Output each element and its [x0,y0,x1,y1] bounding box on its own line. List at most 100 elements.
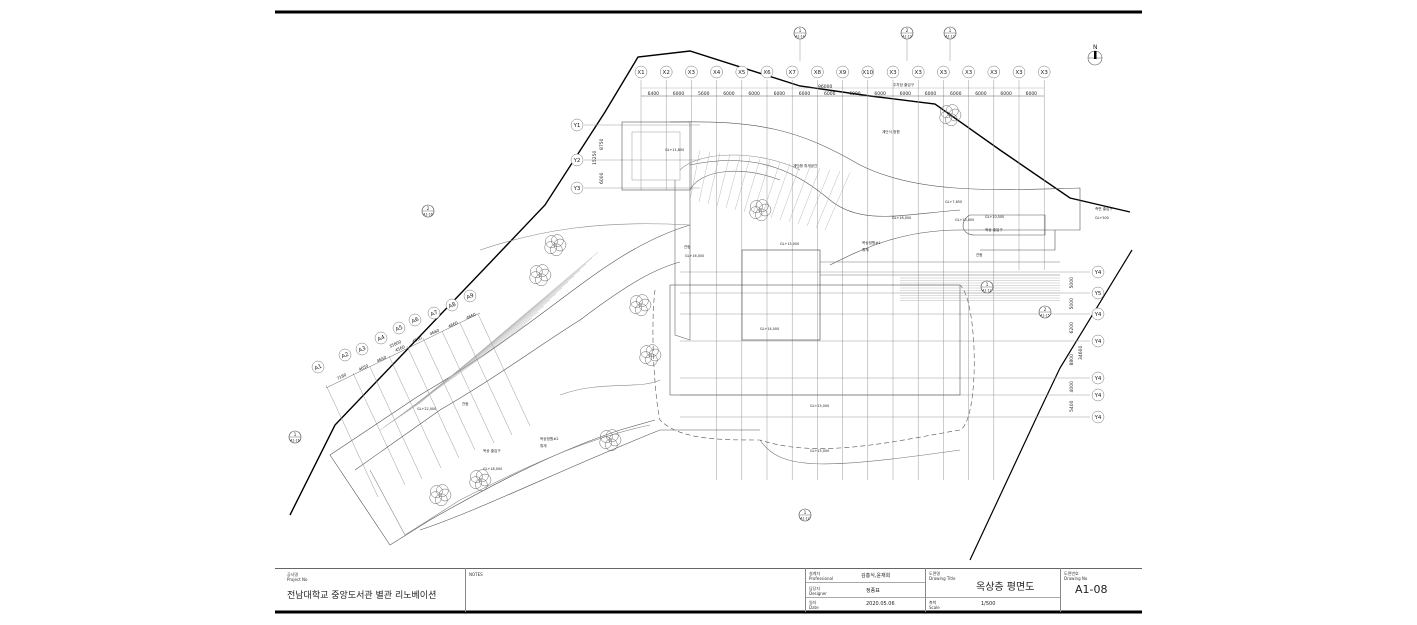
tree-icon [429,484,452,507]
dimension-y-total: 34600 [1078,346,1084,360]
level-mark: GL+15,000 [810,404,829,408]
dimension-x: 6000 [900,91,912,97]
grid-bubble-a: A9 [463,289,477,303]
room-label-roof-entry: 옥상 출입구 [985,227,1003,232]
dimension-a: 4660 [465,311,477,320]
grid-bubble-x: X3 [1012,65,1026,79]
grid-bubble-a: A1 [311,360,325,374]
grid-bubble-a-label: A1 [314,364,323,373]
scale-value: 1/500 [981,601,996,607]
dimension-x: 6000 [950,91,962,97]
grid-bubble-x: X10 [861,65,875,79]
room-label-sign: 계단식 정원 [882,129,900,134]
grid-bubble-y: Y5 [1091,286,1105,300]
room-label-deck1: 관람 [684,244,691,249]
dimension-a: 4560 [394,344,406,353]
grid-bubble-x-label: X3 [1041,70,1049,76]
grid-bubble-x: X2 [659,65,673,79]
section-marker: 2A1-15 [1038,305,1052,319]
grid-bubble-a-label: A7 [430,309,440,318]
grid-bubble-a: A7 [427,306,441,320]
level-mark: GL+13,000 [955,218,974,222]
grid-bubble-y: Y4 [1091,307,1105,321]
grid-bubble-x: X3 [886,65,900,79]
dimension-x: 6000 [874,91,886,97]
drawing-title: 옥상층 평면도 [976,582,1035,593]
grid-bubble-y: Y1 [570,118,584,132]
north-label: N [1093,44,1098,51]
level-mark: GL+10,500 [985,215,1004,219]
grid-bubble-x-label: X3 [889,70,897,76]
grid-bubble-y-label: Y4 [1094,376,1102,382]
tree-icon [529,264,552,287]
grid-bubble-x-label: X8 [814,70,822,76]
dimension-x: 6000 [723,91,735,97]
grid-bubble-x: X3 [962,65,975,79]
grid-bubble-x-label: X4 [713,70,721,76]
tree-icon [629,294,652,317]
level-mark: GL+11,650 [665,148,684,152]
section-number: 1 [804,510,807,515]
grid-bubble-y: Y4 [1091,334,1105,348]
grid-bubble-x-label: X3 [990,70,998,76]
level-mark: GL+16,000 [892,216,911,220]
professional-value: 김흥식,윤재희 [861,573,891,579]
grid-bubble-y-label: Y4 [1094,270,1102,276]
project-cell: 공사명 Project No 전남대학교 중앙도서관 별관 리노베이션 [275,568,465,612]
dimension-y: 8750 [599,138,605,150]
section-marker: 2A1-16 [421,204,435,218]
section-number: 2 [906,28,909,33]
grid-bubble-y: Y2 [570,153,584,167]
dimension-a: 4660 [429,327,441,336]
dimension-x: 6000 [673,91,685,97]
room-label-deck3: 관람 [462,401,469,406]
section-number: 1 [949,28,952,33]
dimension-x-total: 96000 [818,84,832,90]
section-marker: 1A1-12 [798,508,812,522]
dimension-y: 6000 [599,172,605,184]
grid-bubble-y-label: Y4 [1094,339,1102,345]
section-ref: A1-15 [1040,314,1049,318]
level-mark: GL+14,000 [760,327,779,331]
dimension-x: 6000 [748,91,760,97]
dimension-x: 6000 [824,91,836,97]
grid-bubble-x-label: X3 [688,70,696,76]
grid-bubble-x-label: X2 [663,70,670,76]
grid-bubble-y: Y4 [1091,265,1105,279]
drawing-no: A1-08 [1075,583,1108,596]
dimension-a: 7180 [336,372,348,381]
level-mark: GL+18,000 [483,467,502,471]
section-marker: 1A1-16 [288,430,302,444]
grid-bubble-a-label: A9 [466,292,476,301]
title-block [275,568,1142,613]
level-mark: GL+15,000 [810,449,829,453]
section-ref: A1-13 [945,35,954,39]
dimension-a: 4660 [447,320,459,329]
section-number: 1 [799,28,802,33]
grid-bubble-y-label: Y5 [1094,291,1102,297]
project-label: 공사명 Project No [287,572,308,582]
drawing-title-label: 도면명 Drawing Title [929,571,956,581]
designer-label: 담당자 Designer [809,586,827,596]
dimension-x: 6000 [799,91,811,97]
level-mark: GL+500 [1095,216,1109,220]
people-cell: 설계자 Professional 김흥식,윤재희 담당자 Designer 정종… [805,568,925,612]
grid-bubble-a: A2 [338,348,352,362]
dimension-y: 6200 [1069,322,1075,334]
dimension-x: 6000 [1000,91,1012,97]
dimension-x: 6000 [975,91,987,97]
section-marker: 1A1-13 [943,26,957,61]
grid-bubble-a: A8 [445,298,459,312]
grid-bubble-x-label: X3 [940,70,948,76]
grid-bubble-x-label: X10 [862,70,873,76]
section-number: 1 [986,282,989,287]
grid-bubble-x: X3 [685,65,698,79]
professional-label: 설계자 Professional [809,571,834,581]
section-number: 2 [427,206,430,211]
grid-bubble-x: X3 [911,65,925,79]
room-label-deck2: 관람 [976,252,983,257]
level-mark: GL+22,000 [417,407,436,411]
grid-bubble-x: X3 [1037,65,1051,79]
grid-bubble-y-label: Y4 [1094,415,1102,421]
